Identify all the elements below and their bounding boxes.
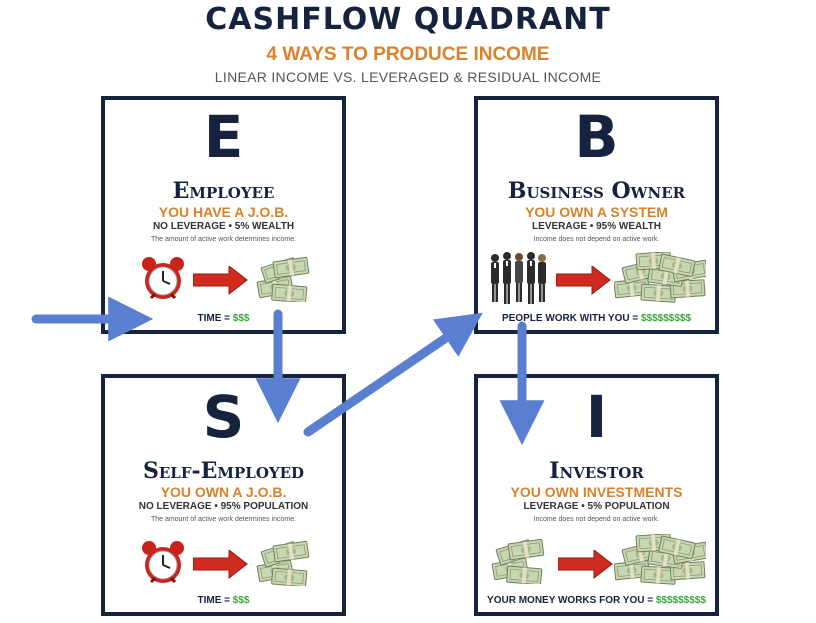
quadrant-tagline: YOU OWN A J.O.B. [160, 484, 287, 500]
footer-value: $$$ [232, 313, 250, 324]
page-tagline: LINEAR INCOME VS. LEVERAGED & RESIDUAL I… [214, 69, 602, 85]
quadrant-footer: YOUR MONEY WORKS FOR YOU = $$$$$$$$$ [478, 596, 715, 606]
quadrant-letter: E [203, 103, 244, 171]
quadrant-stats: LEVERAGE • 95% WEALTH [532, 221, 661, 232]
quadrant-name: Business Owner [507, 178, 686, 204]
quadrant-name: Employee [172, 178, 275, 204]
footer-value: $$$$$$$$$ [655, 595, 706, 606]
footer-label: PEOPLE WORK WITH YOU = [501, 313, 641, 324]
quadrant-letter: I [585, 383, 608, 451]
quadrant-tagline: YOU OWN A SYSTEM [525, 204, 668, 220]
quadrant-name: Investor [549, 458, 644, 484]
quadrant-letter: B [574, 103, 619, 171]
quadrant-footer: TIME = $$$ [105, 314, 342, 324]
quadrant-name: Self-Employed [142, 458, 305, 484]
quadrant-footer: TIME = $$$ [105, 596, 342, 606]
quadrant-stats: LEVERAGE • 5% POPULATION [523, 501, 670, 512]
quadrant-description: The amount of active work determines inc… [150, 236, 297, 243]
footer-value: $$$$$$$$$ [640, 313, 692, 324]
quadrant-description: Income does not depend on active work. [533, 516, 660, 523]
quadrant-employee: E Employee YOU HAVE A J.O.B. NO LEVERAGE… [101, 96, 346, 334]
quadrant-tagline: YOU HAVE A J.O.B. [158, 204, 289, 220]
quadrant-self-employed: S Self-Employed YOU OWN A J.O.B. NO LEVE… [101, 374, 346, 616]
quadrant-stats: NO LEVERAGE • 5% WEALTH [152, 221, 295, 232]
alarm-clock-icon [142, 541, 184, 584]
business-people-icon [491, 252, 546, 304]
alarm-clock-icon [142, 257, 184, 300]
quadrant-description: Income does not depend on active work. [533, 236, 660, 243]
page-subtitle: 4 WAYS TO PRODUCE INCOME [266, 44, 550, 65]
quadrant-letter: S [202, 383, 245, 451]
quadrant-footer: PEOPLE WORK WITH YOU = $$$$$$$$$ [478, 314, 715, 324]
quadrant-description: The amount of active work determines inc… [150, 516, 297, 523]
quadrant-tagline: YOU OWN INVESTMENTS [510, 484, 683, 500]
quadrant-stats: NO LEVERAGE • 95% POPULATION [138, 501, 309, 512]
flow-arrow-s-to-b [303, 312, 483, 437]
page-title: CASHFLOW QUADRANT [205, 2, 611, 37]
footer-label: TIME = [197, 595, 233, 606]
footer-label: YOUR MONEY WORKS FOR YOU = [487, 595, 656, 606]
footer-value: $$$ [232, 595, 250, 606]
quadrant-business-owner: B Business Owner YOU OWN A SYSTEM LEVERA… [474, 96, 719, 334]
footer-label: TIME = [197, 313, 233, 324]
